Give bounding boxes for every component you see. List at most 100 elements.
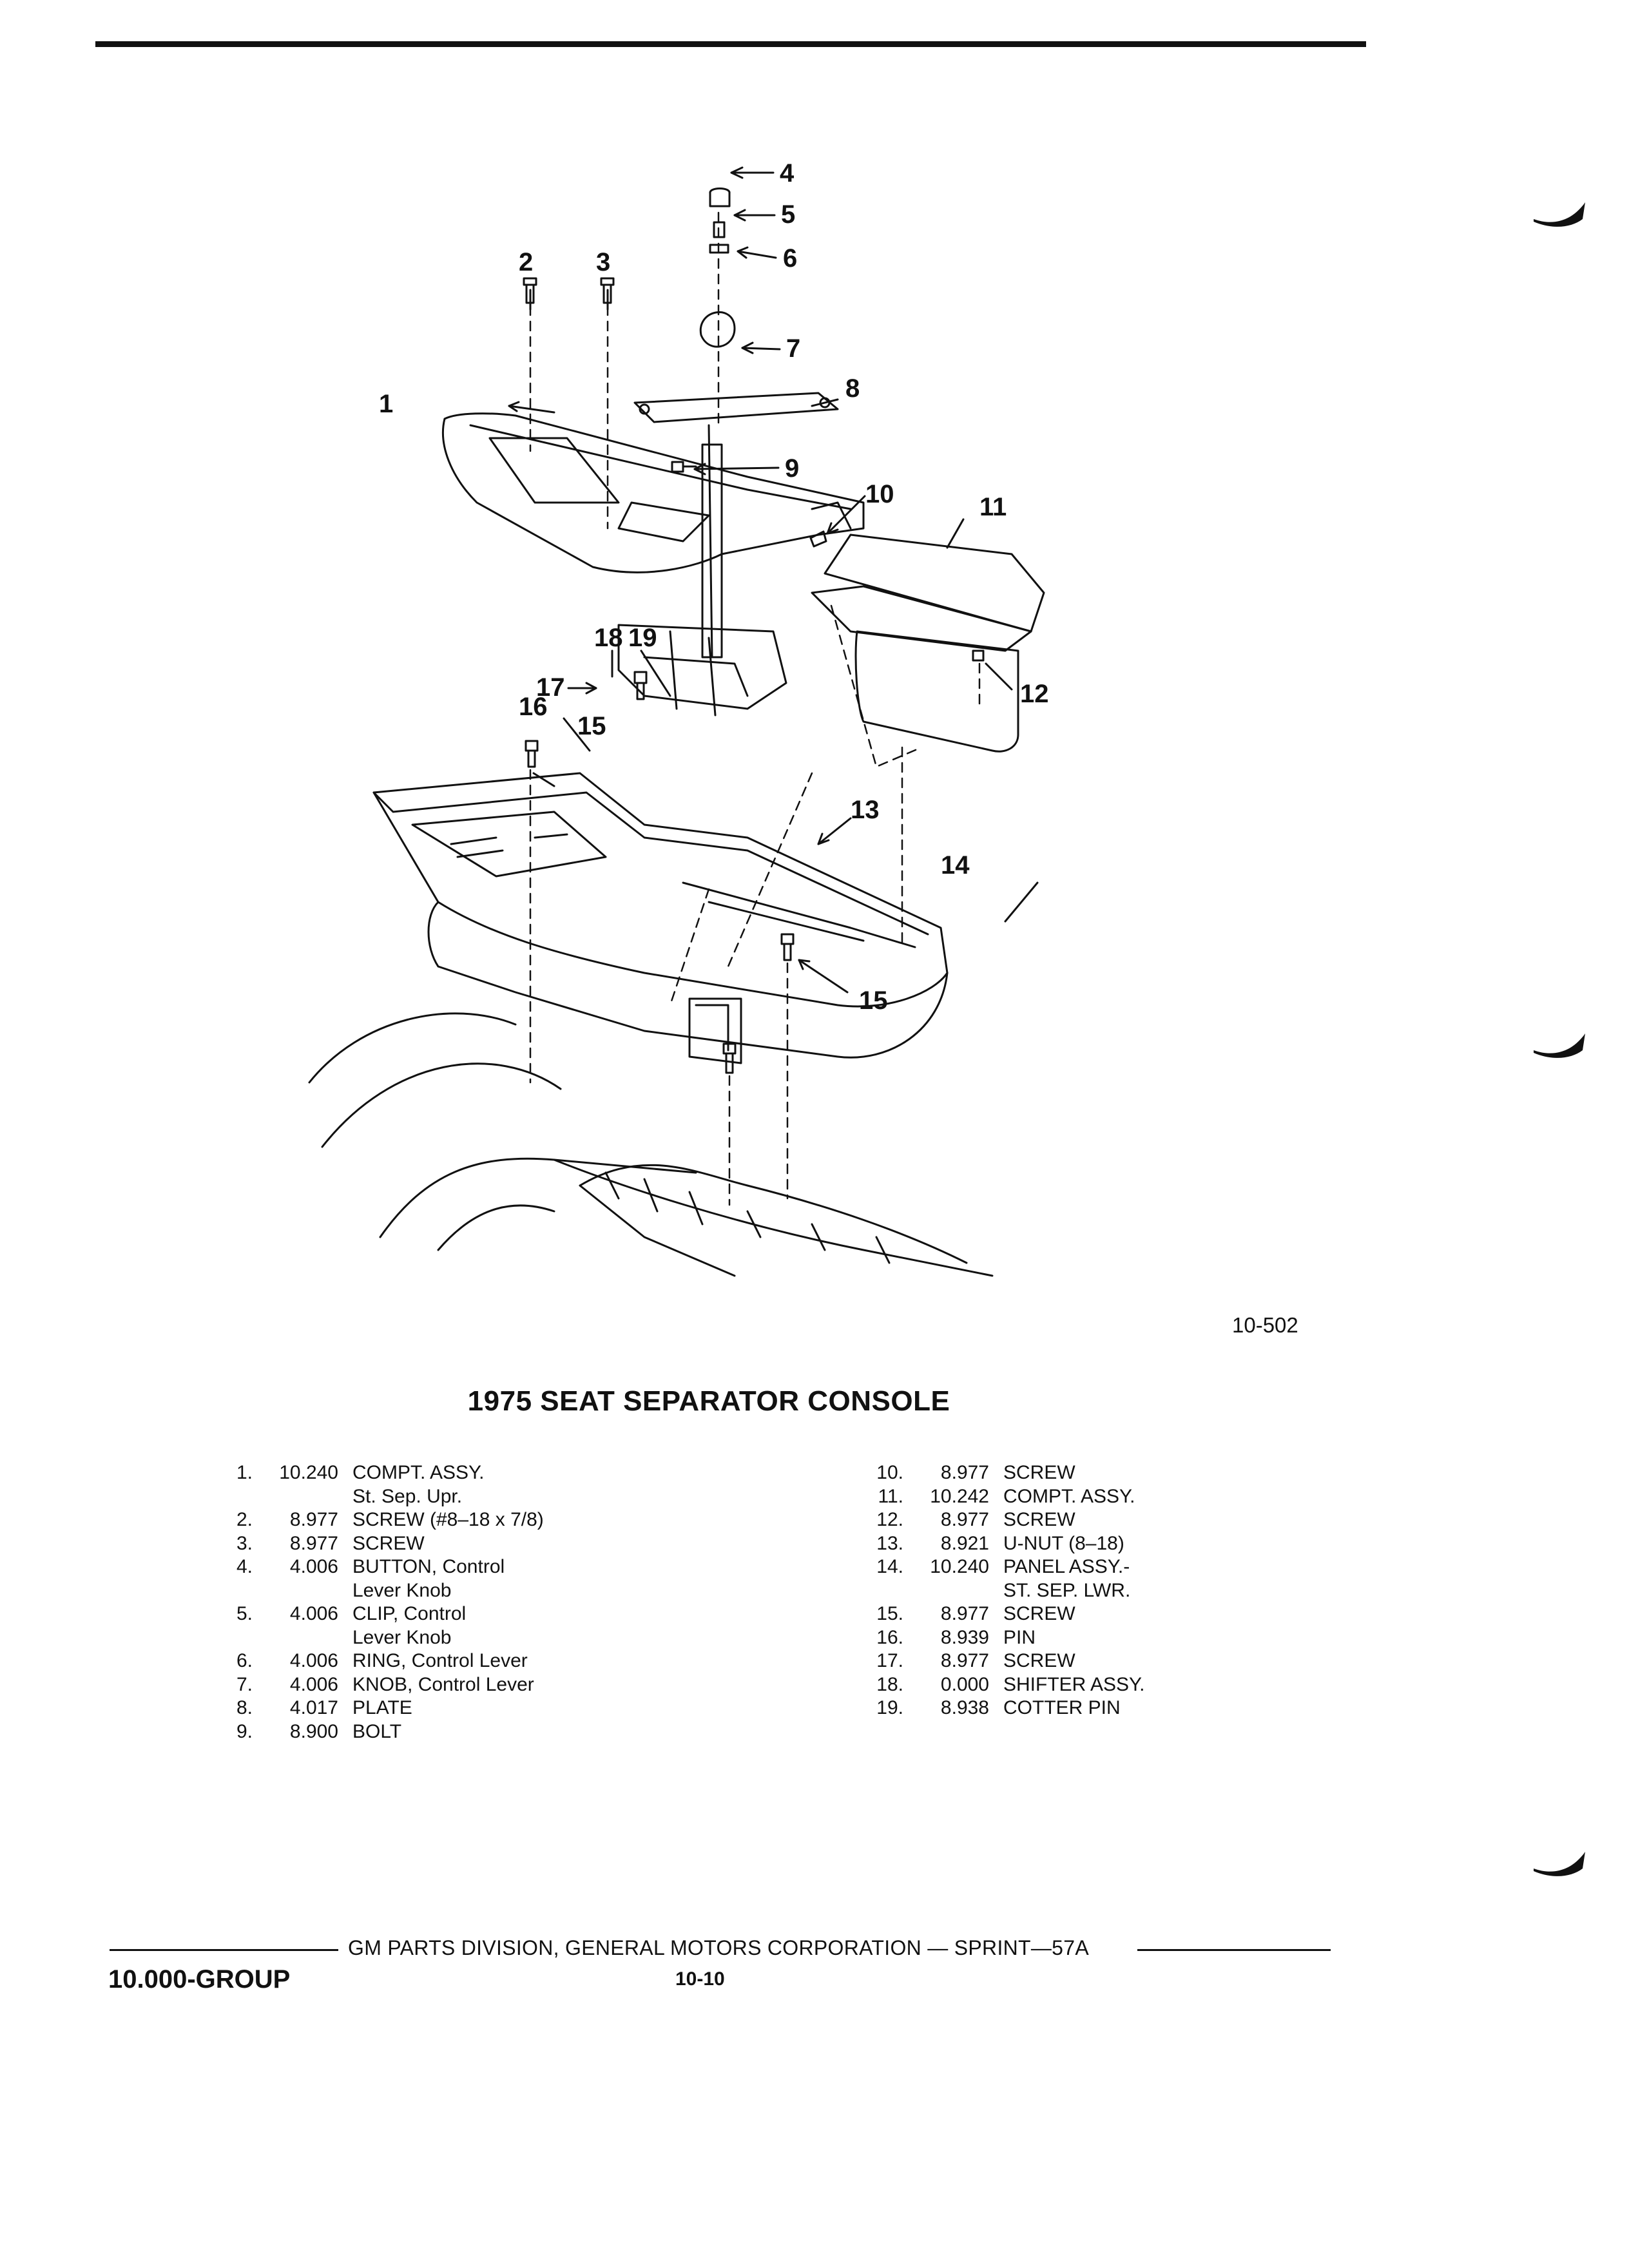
part-group-code: 8.977: [940, 1509, 989, 1530]
part-number: 6.: [236, 1650, 253, 1671]
exploded-view-diagram: 4 5 6 7 8 9 2 3 1 10 11 12 13 14 15 15 1…: [284, 142, 1186, 1340]
part-description: SCREW: [989, 1649, 1075, 1673]
footer-publisher: GM PARTS DIVISION, GENERAL MOTORS CORPOR…: [348, 1936, 1090, 1959]
part-description-line: SCREW: [1003, 1509, 1075, 1530]
part-number: 17.: [876, 1650, 903, 1671]
plate-hole: [819, 397, 831, 408]
part-description-line: COMPT. ASSY.: [352, 1462, 485, 1483]
callout-arrows: [508, 166, 1039, 994]
part-number: 18.: [876, 1673, 903, 1695]
part-description-line: SCREW: [1003, 1603, 1075, 1624]
callout-4: 4: [780, 159, 795, 187]
floor-contour-line: [308, 1012, 517, 1084]
top-rule: [95, 41, 1366, 47]
callout-18: 18: [594, 624, 623, 652]
callout-13: 13: [851, 796, 880, 824]
part-number: 16.: [876, 1626, 903, 1648]
part-row: 11. 10.242 COMPT. ASSY.: [857, 1485, 1437, 1509]
mount-bracket-detail: [695, 1004, 729, 1052]
compartment-box: [854, 630, 1019, 753]
ring-part: [709, 244, 729, 254]
lower-panel-rail: [682, 881, 916, 948]
part-description-line: PLATE: [352, 1697, 412, 1718]
upper-compartment-rim: [469, 424, 852, 510]
callout-15: 15: [859, 986, 888, 1015]
upper-compartment-bracket: [811, 501, 852, 530]
part-group-code: 10.240: [279, 1462, 338, 1483]
part-description: PIN: [989, 1626, 1036, 1650]
lower-panel-pocket: [411, 811, 607, 878]
part-description-line: SCREW (#8–18 x 7/8): [352, 1509, 544, 1530]
callout-12: 12: [1020, 680, 1049, 708]
part-description-line: U-NUT (8–18): [1003, 1532, 1124, 1554]
part-group-code: 8.977: [289, 1532, 338, 1554]
part-description: SCREW: [989, 1461, 1075, 1485]
alignment-lines: [529, 211, 981, 1206]
compartment-lid: [824, 533, 1045, 633]
part-description-line: SCREW: [1003, 1462, 1075, 1483]
part-description: COMPT. ASSY.St. Sep. Upr.: [338, 1461, 485, 1508]
part-number: 12.: [876, 1509, 903, 1530]
floor-contour-line: [321, 1062, 562, 1148]
part-number: 13.: [876, 1532, 903, 1554]
part-group-code: 8.921: [940, 1532, 989, 1554]
shifter-rod: [701, 443, 723, 658]
callout-6: 6: [783, 244, 797, 273]
part-group-code: 8.977: [940, 1650, 989, 1671]
part-number: 3.: [236, 1532, 253, 1554]
binder-tab-mark: [1532, 1031, 1587, 1063]
part-description-continuation: Lever Knob: [352, 1626, 452, 1648]
part-group-code: 10.242: [930, 1485, 989, 1507]
upper-compartment-body: [441, 412, 865, 573]
floor-contour-line: [579, 1184, 736, 1277]
part-description-line: BUTTON, Control: [352, 1556, 505, 1577]
part-group-code: 4.006: [289, 1603, 338, 1624]
part-description: PANEL ASSY.-ST. SEP. LWR.: [989, 1555, 1130, 1602]
part-group-code: 8.938: [940, 1697, 989, 1718]
part-number: 9.: [236, 1720, 253, 1742]
part-description-line: PANEL ASSY.-: [1003, 1556, 1130, 1577]
part-group-code: 0.000: [940, 1673, 989, 1695]
lower-panel-details: [450, 833, 568, 858]
lower-panel-rail: [708, 901, 865, 942]
part-description: RING, Control Lever: [338, 1649, 528, 1673]
plate-hole: [639, 403, 650, 415]
part-number: 11.: [878, 1485, 903, 1507]
part-description-continuation: St. Sep. Upr.: [352, 1485, 463, 1507]
part-description-line: BOLT: [352, 1720, 402, 1742]
part-number: 2.: [236, 1509, 253, 1530]
part-description: COTTER PIN: [989, 1696, 1121, 1720]
lower-panel-top-edge: [372, 791, 929, 936]
part-number: 4.: [236, 1556, 253, 1577]
part-description: U-NUT (8–18): [989, 1532, 1124, 1556]
part-group-code: 10.240: [930, 1556, 989, 1577]
group-label: 10.000-GROUP: [108, 1965, 291, 1994]
mount-bracket: [688, 997, 742, 1064]
part-description-line: COMPT. ASSY.: [1003, 1485, 1135, 1507]
floor-contour-line: [379, 1157, 697, 1238]
part-description: SHIFTER ASSY.: [989, 1673, 1145, 1697]
clip-part: [713, 221, 726, 238]
part-group-code: 4.006: [289, 1650, 338, 1671]
callout-5: 5: [781, 200, 795, 229]
part-group-code: 4.017: [289, 1697, 338, 1718]
shifter-linkage: [643, 656, 749, 697]
part-description: SCREW (#8–18 x 7/8): [338, 1508, 544, 1532]
part-description-line: COTTER PIN: [1003, 1697, 1121, 1718]
callout-16: 16: [519, 693, 548, 721]
plate-part: [633, 392, 839, 423]
callout-2: 2: [519, 248, 533, 276]
callout-10: 10: [865, 480, 894, 508]
